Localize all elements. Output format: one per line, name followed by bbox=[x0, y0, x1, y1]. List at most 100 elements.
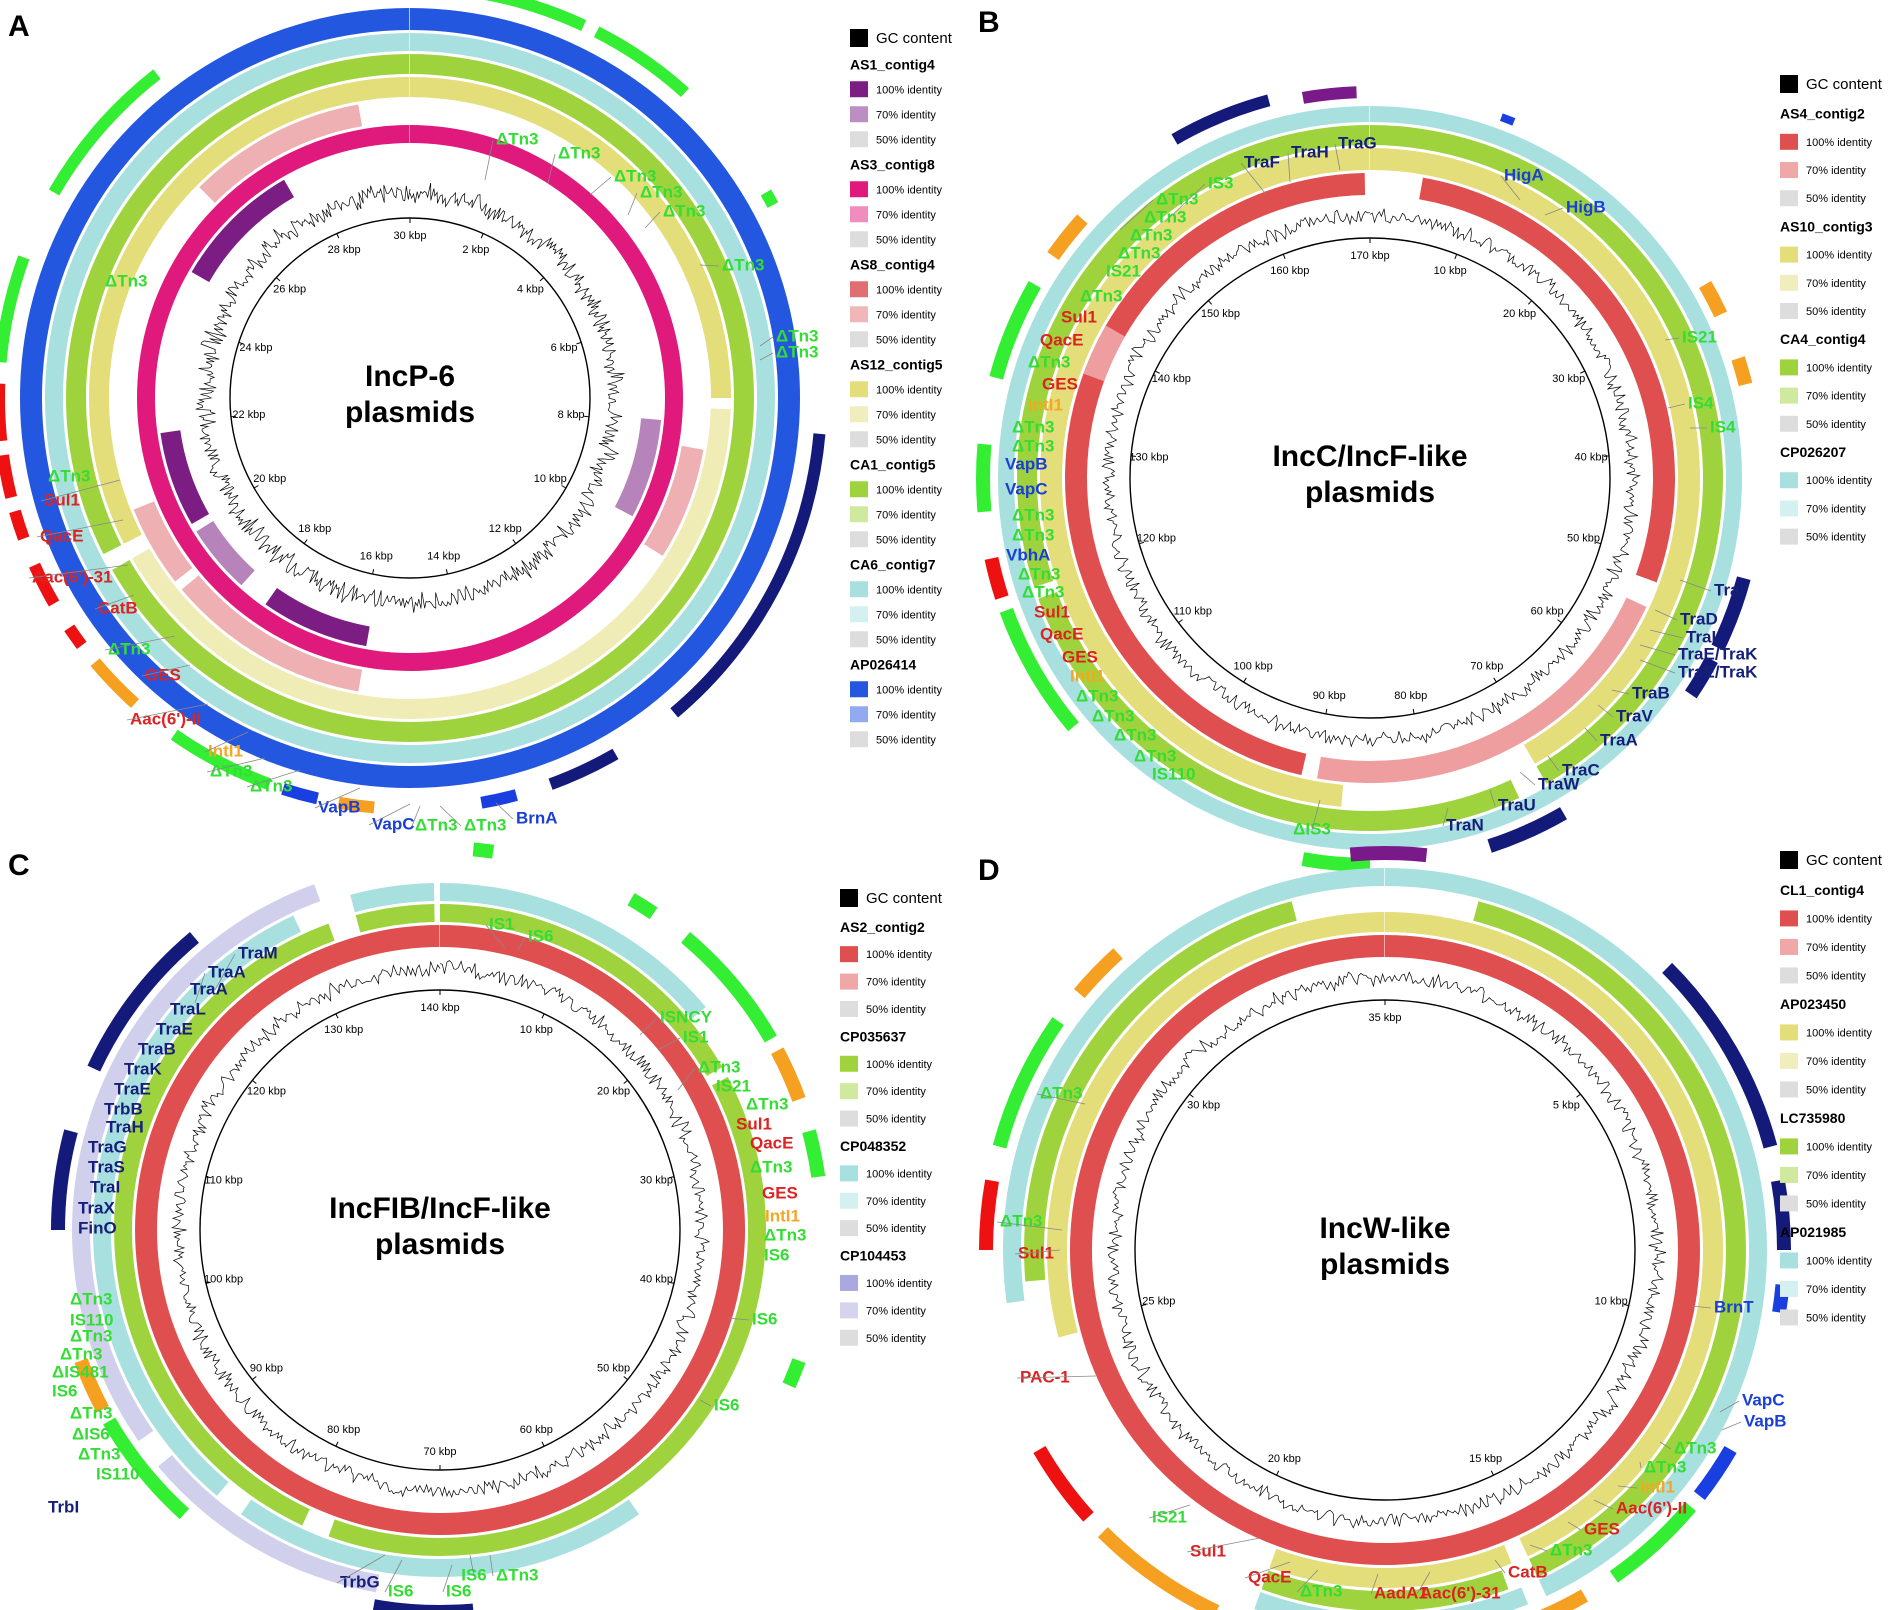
gc-legend-label: GC content bbox=[866, 890, 943, 907]
gene-label: IntI1 bbox=[1640, 1477, 1675, 1496]
legend-swatch bbox=[850, 331, 868, 348]
label-leader bbox=[1287, 152, 1291, 183]
gene-label: ΔTn3 bbox=[1018, 564, 1060, 583]
kbp-tick bbox=[541, 1441, 545, 1447]
gene-label: ΔTn3 bbox=[776, 342, 818, 361]
gene-label: ΔTn3 bbox=[1644, 1457, 1686, 1476]
legend-identity-label: 50% identity bbox=[876, 434, 936, 446]
kbp-tick bbox=[583, 415, 590, 418]
identity-ring-segment bbox=[88, 77, 410, 544]
plasmid-group-title: plasmids bbox=[1320, 1248, 1450, 1281]
gene-label: ΔTn3 bbox=[60, 1344, 102, 1363]
identity-ring-segment bbox=[1419, 177, 1675, 583]
gene-label: IS3 bbox=[1208, 173, 1234, 192]
kbp-tick bbox=[1178, 619, 1183, 624]
gene-label: IS6 bbox=[752, 1309, 778, 1328]
legend-identity-label: 100% identity bbox=[876, 484, 943, 496]
label-leader bbox=[699, 1399, 712, 1407]
identity-ring-segment bbox=[1261, 1570, 1509, 1610]
kbp-tick bbox=[1325, 708, 1328, 715]
gene-label: VapC bbox=[1742, 1390, 1785, 1409]
label-leader bbox=[759, 352, 774, 361]
kbp-tick bbox=[1557, 619, 1562, 624]
identity-ring-segment bbox=[1023, 901, 1297, 1282]
gc-content-trace bbox=[1101, 208, 1641, 748]
gene-label: ΔTn3 bbox=[210, 761, 252, 780]
legend-swatch bbox=[850, 106, 868, 123]
kbp-tick-label: 110 kbp bbox=[1174, 606, 1212, 618]
legend-swatch bbox=[850, 706, 868, 723]
label-leader bbox=[214, 953, 236, 991]
legend-identity-label: 50% identity bbox=[876, 634, 936, 646]
legend-swatch bbox=[850, 506, 868, 523]
label-leader bbox=[94, 594, 135, 610]
gene-block bbox=[984, 557, 1009, 600]
gene-label: TraN bbox=[1446, 815, 1484, 834]
gene-block bbox=[74, 1358, 109, 1413]
gene-label: VapC bbox=[372, 814, 415, 833]
gene-label: HigA bbox=[1504, 165, 1544, 184]
gene-block bbox=[1171, 94, 1271, 145]
label-leader bbox=[1664, 337, 1680, 341]
legend-sequence-name: CA1_contig5 bbox=[850, 456, 936, 472]
gene-label: Sul1 bbox=[1018, 1243, 1054, 1262]
gene-label: ΔTn3 bbox=[496, 129, 538, 148]
kbp-tick-label: 18 kbp bbox=[298, 523, 331, 535]
legend-swatch bbox=[850, 381, 868, 398]
label-leader bbox=[1494, 1559, 1506, 1574]
gene-label: IS6 bbox=[714, 1395, 740, 1414]
label-leader bbox=[727, 1317, 750, 1321]
label-leader bbox=[1639, 644, 1676, 656]
legend-swatch bbox=[1780, 938, 1798, 955]
legend-identity-label: 70% identity bbox=[1806, 391, 1866, 403]
label-leader bbox=[1597, 704, 1614, 718]
gene-block bbox=[472, 842, 495, 859]
label-leader bbox=[1639, 1461, 1642, 1469]
gene-label: VapC bbox=[1005, 479, 1048, 498]
legend-sequence-name: AS8_contig4 bbox=[850, 256, 935, 272]
kbp-tick bbox=[1207, 300, 1213, 305]
label-leader bbox=[1164, 183, 1206, 223]
legend-swatch bbox=[1780, 1252, 1798, 1269]
legend-sequence-name: AS12_contig5 bbox=[850, 356, 943, 372]
kbp-tick-label: 80 kbp bbox=[1394, 690, 1427, 702]
panel-letter: D bbox=[978, 854, 1000, 887]
kbp-tick-label: 12 kbp bbox=[489, 523, 522, 535]
legend-swatch bbox=[840, 1000, 858, 1017]
label-leader bbox=[336, 1554, 386, 1584]
gene-label: QacE bbox=[750, 1133, 793, 1152]
gene-label: TraA bbox=[190, 979, 228, 998]
kbp-tick bbox=[253, 485, 259, 489]
gene-label: TraI bbox=[1714, 580, 1744, 599]
plasmid-group-title: IncP-6 bbox=[365, 360, 455, 393]
gene-label: IntI1 bbox=[1028, 395, 1063, 414]
legend-identity-label: 70% identity bbox=[876, 309, 936, 321]
gene-block bbox=[103, 1417, 190, 1520]
legend-swatch bbox=[1780, 528, 1798, 545]
label-leader bbox=[40, 479, 121, 502]
gene-block bbox=[1487, 807, 1567, 853]
gene-label: TraM bbox=[238, 943, 278, 962]
kbp-tick bbox=[205, 1176, 212, 1179]
label-leader bbox=[411, 805, 421, 827]
gene-label: TrbB bbox=[104, 1099, 143, 1118]
gene-block bbox=[1033, 1446, 1094, 1522]
gene-label: TraE/TraK bbox=[1678, 644, 1758, 663]
identity-ring-segment bbox=[1038, 591, 1520, 831]
label-leader bbox=[589, 176, 612, 196]
kbp-tick-label: 160 kbp bbox=[1270, 265, 1309, 277]
legend-swatch bbox=[850, 531, 868, 548]
label-leader bbox=[126, 703, 209, 721]
kbp-tick-label: 80 kbp bbox=[327, 1424, 360, 1436]
gene-label: ΔTn3 bbox=[496, 1565, 538, 1584]
label-leader bbox=[1036, 1093, 1086, 1105]
panel-letter: B bbox=[978, 6, 1000, 39]
legend-identity-label: 70% identity bbox=[1806, 1284, 1866, 1296]
identity-ring-segment bbox=[196, 520, 255, 586]
kbp-tick-label: 25 kbp bbox=[1142, 1296, 1175, 1308]
legend-identity-label: 50% identity bbox=[866, 1004, 926, 1016]
legend-identity-label: 50% identity bbox=[1806, 306, 1866, 318]
legend-swatch bbox=[1780, 910, 1798, 927]
gc-content-trace bbox=[195, 182, 625, 613]
legend-identity-label: 70% identity bbox=[876, 109, 936, 121]
